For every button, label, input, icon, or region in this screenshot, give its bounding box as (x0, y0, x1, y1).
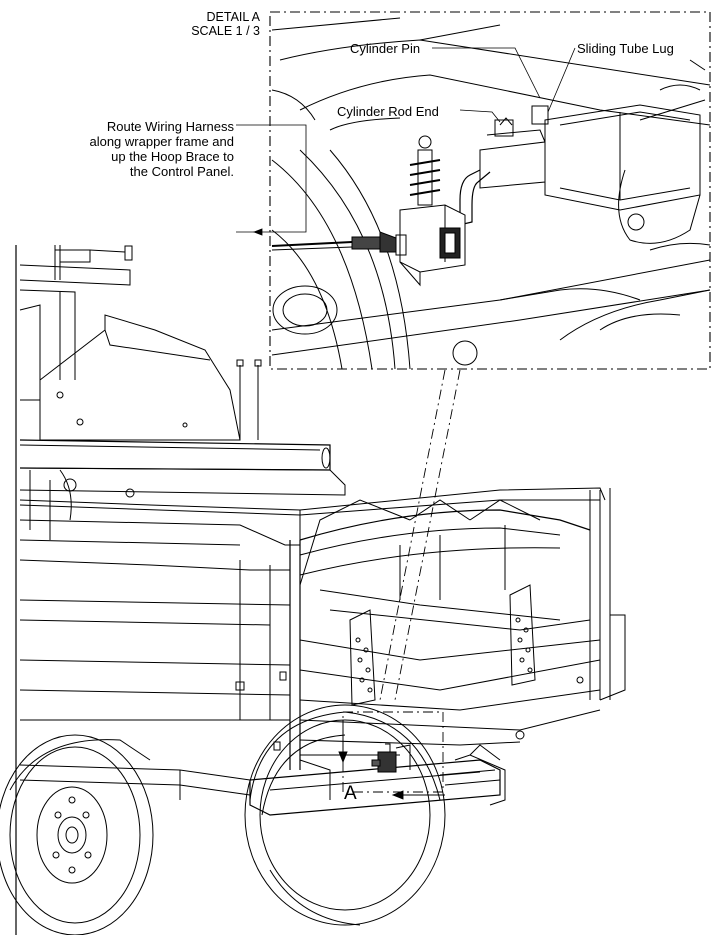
wiring-harness-note: Route Wiring Harness along wrapper frame… (60, 119, 234, 179)
cylinder-pin-label: Cylinder Pin (350, 41, 421, 56)
detail-title-line1: DETAIL A (206, 10, 261, 24)
cylinder-rod-end-label: Cylinder Rod End (337, 104, 439, 119)
detail-title: DETAIL A SCALE 1 / 3 (160, 10, 260, 38)
view-a-marker: A (344, 783, 357, 804)
sliding-tube-lug-label: Sliding Tube Lug (577, 41, 674, 56)
wiring-note-line4: the Control Panel. (129, 164, 234, 179)
main-assembly-view (0, 245, 626, 935)
wiring-note-line2: along wrapper frame and (89, 134, 234, 149)
detail-frame (269, 11, 711, 370)
detail-a-view (269, 11, 711, 370)
callout-leaders (236, 47, 576, 236)
detail-leader-line (338, 369, 461, 800)
spring (409, 135, 441, 206)
detail-scale: SCALE 1 / 3 (191, 24, 260, 38)
wiring-note-line1: Route Wiring Harness (106, 119, 234, 134)
wiring-note-line3: up the Hoop Brace to (111, 149, 234, 164)
right-wheel (244, 704, 446, 926)
left-wheel (0, 734, 154, 935)
limit-switch (351, 204, 466, 287)
